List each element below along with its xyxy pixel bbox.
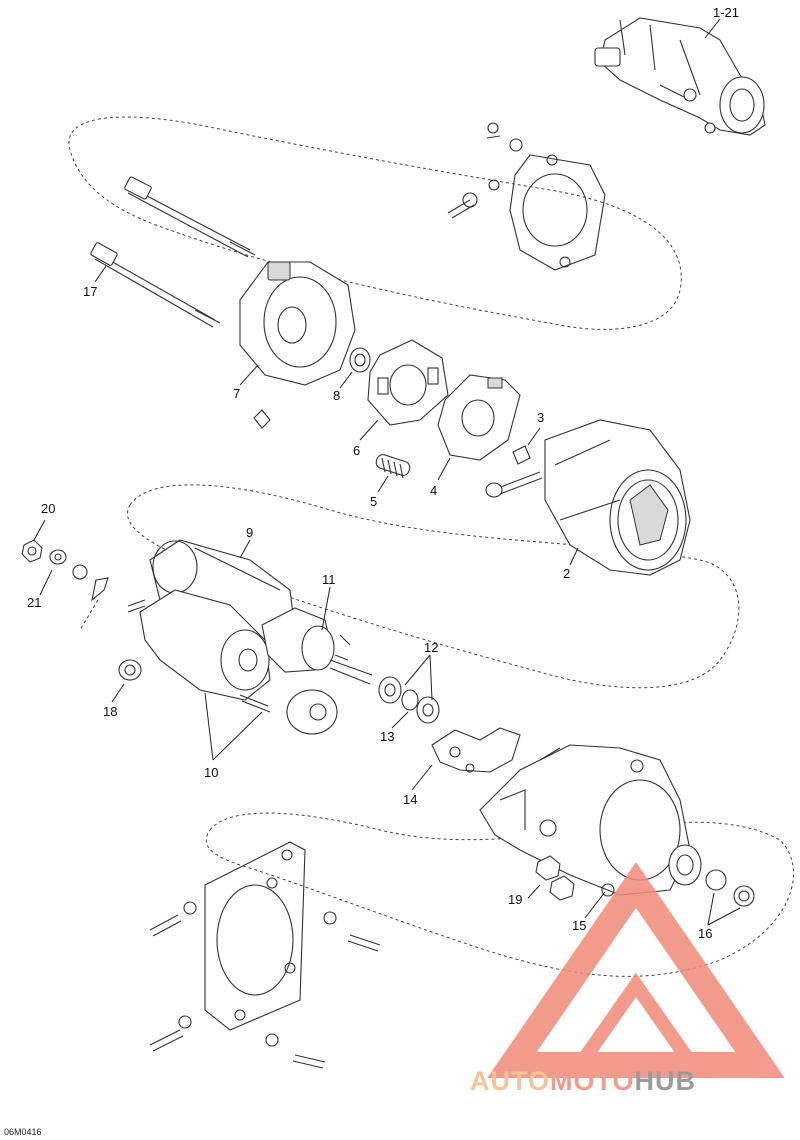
callout-9: 9 [246,525,253,540]
callout-2: 2 [563,566,570,581]
callout-labels: 1-21 2 3 4 5 6 7 8 9 10 11 12 13 14 15 1… [27,5,739,941]
callout-8: 8 [333,388,340,403]
shift-lever [431,727,521,773]
brush-plate [367,339,449,426]
callout-20: 20 [41,501,55,516]
gasket-upper [447,122,606,271]
dashed-loop-lower [205,812,794,977]
callout-3: 3 [537,410,544,425]
callout-4: 4 [430,483,437,498]
callout-14: 14 [403,792,417,807]
callout-7: 7 [233,386,240,401]
solenoid [127,589,338,735]
through-bolts [90,176,256,328]
callout-10: 10 [204,765,218,780]
callout-18: 18 [103,704,117,719]
reference-code: 06M0416 [4,1127,42,1137]
drive-pinion [261,607,373,685]
mounting-plate [149,841,381,1069]
watermark-word-moto: MOTO [550,1066,635,1096]
collar-set [378,676,440,724]
callout-13: 13 [380,729,394,744]
front-bushing [705,869,755,907]
dashed-loop-upper [68,116,682,330]
brush-holder [437,374,521,461]
bushing [349,347,371,373]
callout-21: 21 [27,595,41,610]
svg-text:AUTOMOTOHUB: AUTOMOTOHUB [470,1066,696,1096]
front-housing [479,744,702,897]
watermark-logo: AUTOMOTOHUB [470,862,785,1096]
housing-nuts [535,855,575,901]
callout-16: 16 [698,926,712,941]
callout-11: 11 [322,572,336,587]
leader-lines [33,18,741,926]
callout-19: 19 [508,892,522,907]
terminal [485,445,543,498]
end-cover [239,261,356,429]
callout-1-21: 1-21 [713,5,739,20]
yoke-housing [544,419,691,576]
terminal-nut [118,659,142,681]
callout-17: 17 [83,284,97,299]
watermark-word-hub: HUB [635,1066,697,1096]
brush-spring [375,454,411,479]
callout-12: 12 [424,640,438,655]
nut-and-washers [21,539,109,631]
callout-5: 5 [370,494,377,509]
callout-15: 15 [572,918,586,933]
watermark-word-auto: AUTO [470,1066,550,1096]
complete-starter-assembly [594,17,766,136]
callout-6: 6 [353,443,360,458]
watermark-inner-triangle-icon [568,972,704,1069]
